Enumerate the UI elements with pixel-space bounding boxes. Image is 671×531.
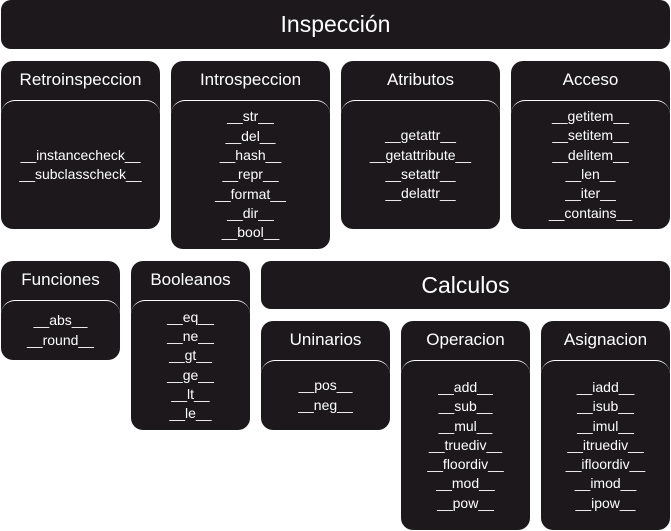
- card-body: __instancecheck__ __subclasscheck__: [1, 100, 160, 229]
- card-body: __getattr__ __getattribute__ __setattr__…: [341, 100, 500, 229]
- calculos-title: Calculos: [421, 271, 510, 298]
- card-title: Funciones: [21, 270, 100, 289]
- list-item: __round__: [27, 331, 94, 348]
- card-booleanos: Booleanos __eq__ __ne__ __gt__ __ge__ __…: [131, 261, 250, 430]
- list-item: __ne__: [167, 327, 214, 344]
- list-item: __imul__: [577, 417, 634, 434]
- list-item: __sub__: [438, 398, 493, 415]
- list-item: __neg__: [298, 396, 353, 413]
- card-body: __add__ __sub__ __mul__ __truediv__ __fl…: [401, 360, 530, 530]
- card-title: Booleanos: [150, 270, 231, 289]
- list-item: __bool__: [221, 224, 280, 241]
- list-item: __iadd__: [576, 378, 635, 395]
- list-item: __le__: [169, 405, 212, 422]
- list-item: __instancecheck__: [20, 146, 141, 163]
- list-item: __lt__: [171, 385, 210, 402]
- card-atributos: Atributos __getattr__ __getattribute__ _…: [341, 61, 500, 229]
- list-item: __subclasscheck__: [19, 166, 142, 182]
- list-item: __mod__: [436, 475, 495, 492]
- list-item: __ifloordiv__: [565, 456, 646, 473]
- card-introspeccion: Introspeccion __str__ __del__ __hash__ _…: [171, 61, 330, 249]
- card-title: Introspeccion: [199, 70, 302, 89]
- card-operacion: Operacion __add__ __sub__ __mul__ __true…: [401, 321, 530, 530]
- list-item: __contains__: [548, 204, 633, 221]
- card-body: __pos__ __neg__: [261, 360, 390, 430]
- card-title: Atributos: [386, 70, 455, 89]
- list-item: __del__: [225, 127, 276, 144]
- list-item: __getattribute__: [369, 146, 472, 163]
- list-item: __setitem__: [552, 127, 629, 144]
- inspeccion-title: Inspección: [280, 11, 391, 37]
- list-item: __gt__: [169, 347, 212, 364]
- list-item: __getattr__: [385, 127, 456, 144]
- list-item: __pow__: [437, 494, 494, 511]
- card-acceso: Acceso __getitem__ __setitem__ __delitem…: [511, 61, 670, 229]
- list-item: __isub__: [577, 398, 634, 415]
- list-item: __hash__: [219, 147, 282, 164]
- list-item: __itruediv__: [567, 436, 644, 453]
- inspeccion-banner: Inspección: [1, 0, 670, 49]
- list-item: __add__: [438, 378, 493, 395]
- list-item: __abs__: [33, 312, 88, 329]
- list-item: __delitem__: [552, 146, 629, 163]
- card-body: __getitem__ __setitem__ __delitem__ __le…: [511, 100, 670, 229]
- list-item: __str__: [227, 108, 274, 125]
- list-item: __truediv__: [428, 436, 503, 453]
- calculos-banner: Calculos: [261, 261, 670, 309]
- list-item: __ipow__: [575, 494, 636, 511]
- list-item: __iter__: [565, 185, 616, 202]
- list-item: __format__: [215, 185, 286, 202]
- card-asignacion: Asignacion __iadd__ __isub__ __imul__ __…: [541, 321, 670, 530]
- list-item: __mul__: [438, 417, 493, 434]
- list-item: __imod__: [574, 475, 637, 492]
- card-title: Acceso: [562, 70, 619, 89]
- list-item: __len__: [565, 166, 616, 182]
- list-item: __eq__: [167, 308, 214, 325]
- list-item: __delattr__: [385, 185, 456, 202]
- list-item: __repr__: [222, 166, 279, 183]
- card-title: Operacion: [426, 330, 505, 349]
- card-title: Uninarios: [289, 330, 362, 349]
- card-title: Asignacion: [563, 330, 648, 349]
- list-item: __setattr__: [385, 166, 456, 182]
- card-retroinspeccion: Retroinspeccion __instancecheck__ __subc…: [1, 61, 160, 229]
- card-body: __iadd__ __isub__ __imul__ __itruediv__ …: [541, 360, 670, 530]
- list-item: __getitem__: [551, 108, 630, 125]
- card-body: __str__ __del__ __hash__ __repr__ __form…: [171, 100, 330, 249]
- list-item: __floordiv__: [427, 456, 504, 473]
- card-uninarios: Uninarios __pos__ __neg__: [261, 321, 390, 430]
- card-body: __eq__ __ne__ __gt__ __ge__ __lt__ __le_…: [131, 300, 250, 430]
- list-item: __pos__: [298, 377, 353, 394]
- card-body: __abs__ __round__: [1, 300, 120, 360]
- card-title: Retroinspeccion: [19, 70, 142, 89]
- list-item: __ge__: [167, 366, 214, 383]
- card-funciones: Funciones __abs__ __round__: [1, 261, 120, 360]
- list-item: __dir__: [227, 204, 274, 221]
